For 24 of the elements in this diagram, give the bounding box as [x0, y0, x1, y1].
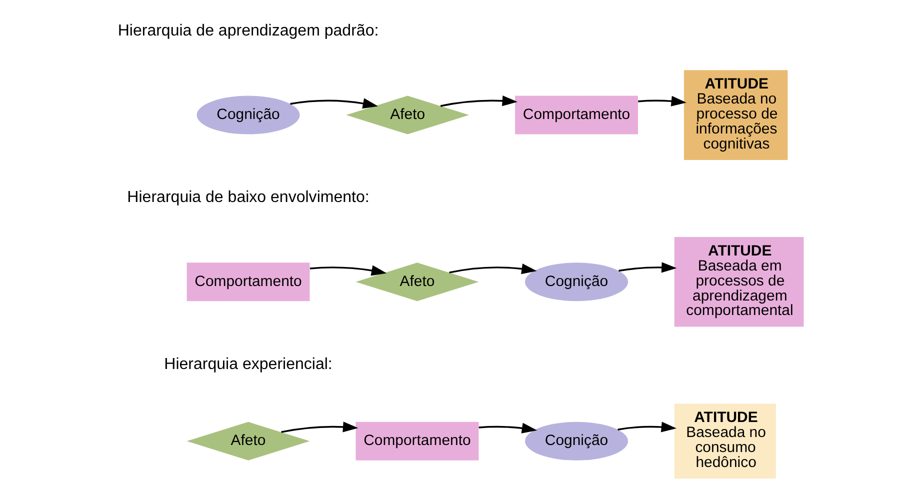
- node-box: Comportamento: [515, 96, 638, 134]
- node-diamond: Afeto: [356, 262, 479, 302]
- label: Hierarquia de baixo envolvimento:: [127, 188, 370, 206]
- arrow: [478, 422, 538, 434]
- arrow: [290, 98, 378, 109]
- node-box: Comportamento: [356, 422, 479, 460]
- node-diamond: Afeto: [346, 96, 470, 134]
- arrow: [618, 262, 677, 273]
- arrow: [281, 422, 358, 433]
- label: Hierarquia de aprendizagem padrão:: [118, 21, 379, 40]
- node-ellipse: Cognição: [525, 262, 628, 302]
- node-box: ATITUDE Baseada no processo de informações cognitivas: [684, 70, 788, 160]
- node-box: ATITUDE Baseada no consumo hedônico: [674, 404, 776, 479]
- arrow: [618, 422, 677, 432]
- arrow: [449, 264, 537, 274]
- arrow: [440, 96, 518, 107]
- arrow: [638, 96, 686, 106]
- node-box: ATITUDE Baseada em processos de aprendizagem comportamental: [674, 236, 804, 327]
- node-box: Comportamento: [186, 262, 310, 302]
- node-ellipse: Cognição: [196, 96, 300, 134]
- node-diamond: Afeto: [186, 422, 310, 460]
- node-ellipse: Cognição: [525, 422, 628, 460]
- label: Hierarquia experiencial:: [164, 354, 332, 373]
- arrow: [310, 265, 387, 276]
